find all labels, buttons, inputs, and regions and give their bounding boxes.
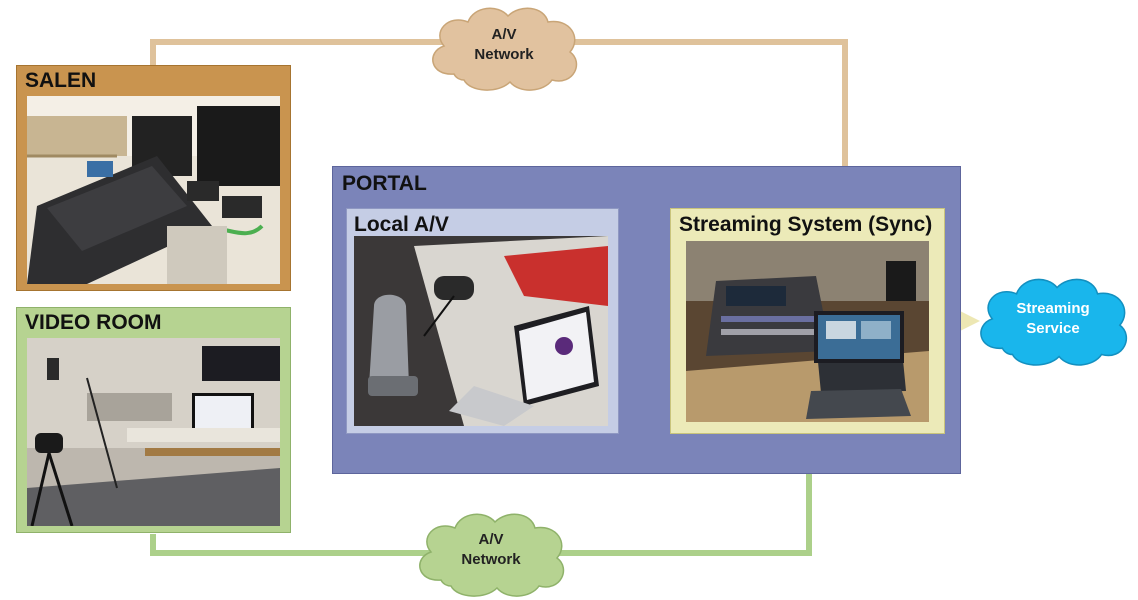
video-room-panel: VIDEO ROOM <box>16 307 291 533</box>
streaming-system-panel: Streaming System (Sync) <box>670 208 945 434</box>
streaming-cloud-label: Streaming Service <box>972 299 1134 339</box>
portal-title: PORTAL <box>342 172 427 195</box>
local-av-panel: Local A/V <box>346 208 619 434</box>
bottom-cloud-line2: Network <box>461 551 521 568</box>
bottom-av-network-cloud: A/V Network <box>411 510 571 598</box>
top-cloud-label: A/V Network <box>424 25 584 65</box>
streaming-cloud-icon <box>980 278 1128 366</box>
salen-panel: SALEN <box>16 65 291 291</box>
video-room-title: VIDEO ROOM <box>25 311 162 334</box>
mixer-and-laptop-photo <box>686 241 929 422</box>
top-cloud-line1: A/V <box>491 26 517 43</box>
streaming-service-cloud: Streaming Service <box>972 275 1134 367</box>
bottom-cloud-label: A/V Network <box>411 530 571 570</box>
top-cloud-line2: Network <box>474 46 534 63</box>
bottom-cloud-icon <box>419 513 565 597</box>
top-cloud-icon <box>432 7 578 91</box>
bottom-cloud-line1: A/V <box>478 531 504 548</box>
streaming-cloud-line2: Service <box>1026 320 1080 337</box>
top-av-network-cloud: A/V Network <box>424 4 584 92</box>
auditorium-mixing-desk-photo <box>27 96 280 284</box>
local-av-title: Local A/V <box>354 213 449 236</box>
ptz-camera-laptop-photo <box>354 236 608 426</box>
streaming-cloud-line1: Streaming <box>1016 300 1090 317</box>
video-room-camera-setup-photo <box>27 338 280 526</box>
streaming-system-title: Streaming System (Sync) <box>679 213 933 236</box>
salen-title: SALEN <box>25 69 97 92</box>
